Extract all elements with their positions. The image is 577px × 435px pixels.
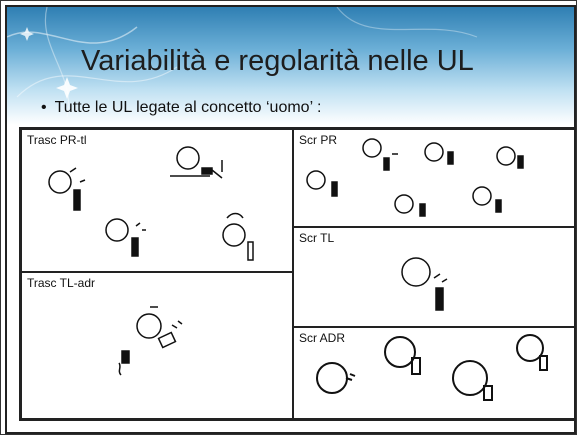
sign-drawings-trasc-tl-adr: [118, 306, 183, 376]
sign-drawings-scr-adr: [316, 334, 548, 401]
panel-label: Trasc TL-adr: [27, 276, 96, 290]
bullet-mark: •: [41, 99, 47, 116]
decorative-swirls: [7, 7, 478, 118]
panel-label: Scr TL: [299, 231, 335, 245]
panel-label: Scr ADR: [299, 331, 346, 345]
panel-trasc-pr-tl: Trasc PR-tl: [21, 129, 293, 272]
sign-drawings-scr-pr: [306, 138, 524, 217]
panel-scr-adr: Scr ADR: [293, 327, 574, 419]
bullet-text: Tutte le UL legate al concetto ‘uomo’ :: [54, 99, 322, 116]
signs-figure-grid: Trasc PR-tl Trasc TL-adr: [19, 127, 574, 421]
sign-drawings-trasc-pr-tl: [48, 146, 254, 261]
slide: Variabilità e regolarità nelle UL • Tutte…: [5, 5, 576, 434]
panel-label: Scr PR: [299, 133, 338, 147]
slide-header-background: Variabilità e regolarità nelle UL • Tutte…: [7, 7, 574, 125]
panel-trasc-tl-adr: Trasc TL-adr: [21, 272, 293, 419]
bullet-item: • Tutte le UL legate al concetto ‘uomo’ :: [41, 99, 321, 117]
slide-title: Variabilità e regolarità nelle UL: [81, 45, 474, 77]
panel-scr-pr: Scr PR: [293, 129, 574, 227]
panel-label: Trasc PR-tl: [27, 133, 87, 147]
panel-scr-tl: Scr TL: [293, 227, 574, 327]
sign-drawings-scr-tl: [401, 257, 448, 311]
